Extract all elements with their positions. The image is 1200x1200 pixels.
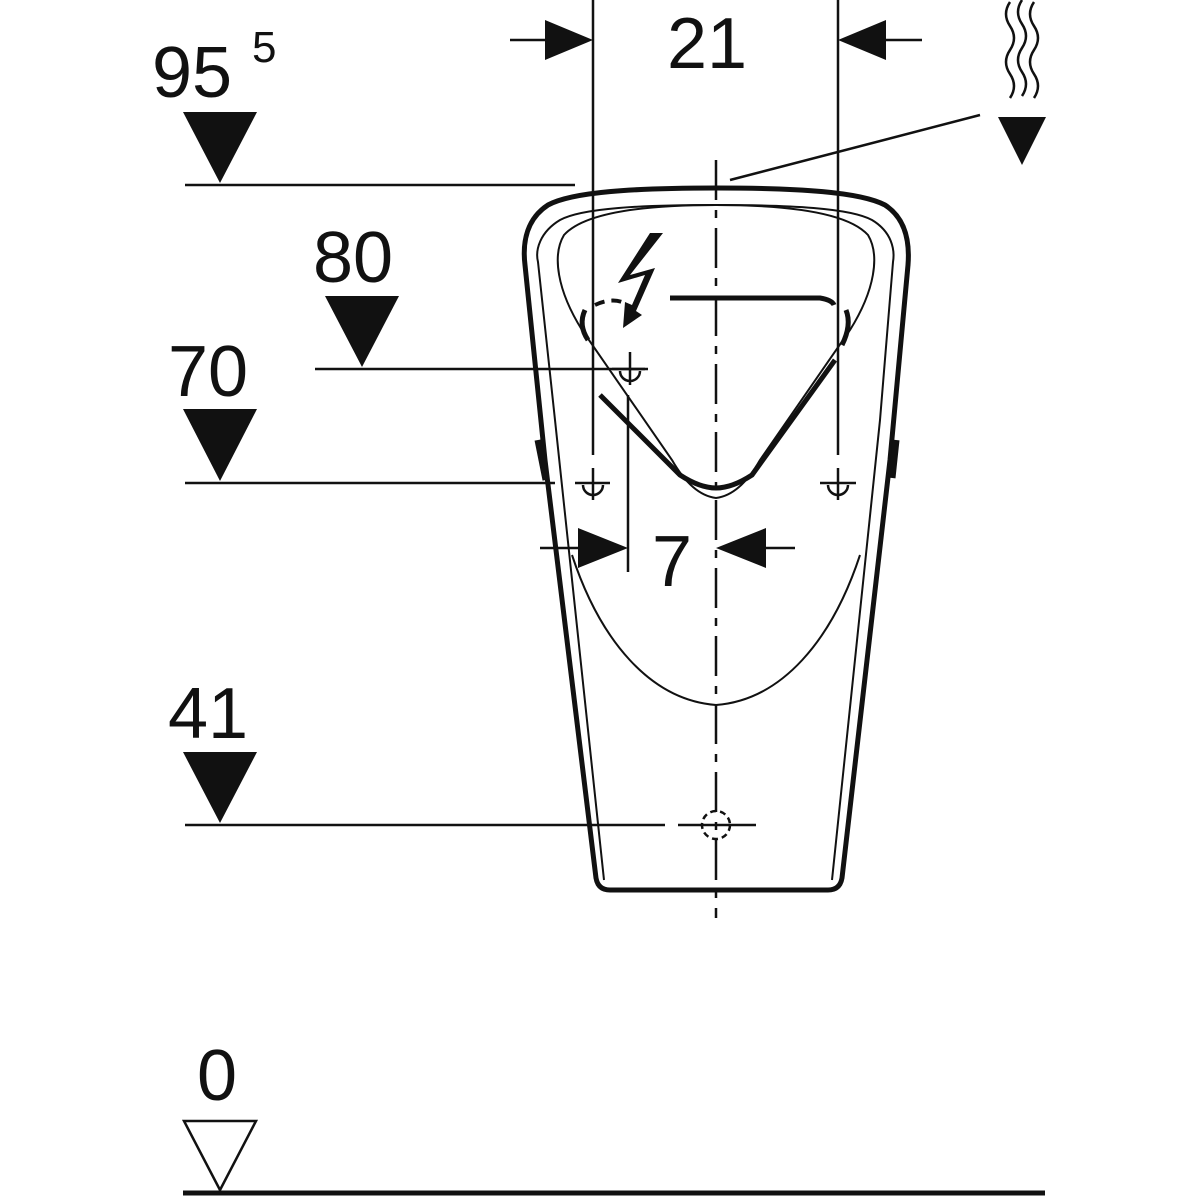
bowl-left-arc xyxy=(579,308,591,342)
bowl-edge xyxy=(598,358,838,491)
dimension-label-7: 7 xyxy=(652,522,692,602)
bowl-inner xyxy=(556,203,876,500)
level-label-70: 70 xyxy=(168,332,248,412)
level-label-41: 41 xyxy=(168,674,248,754)
arrow-right-icon xyxy=(545,20,593,60)
urinal-outline xyxy=(521,185,911,893)
vent-exhaust-icon xyxy=(1004,0,1040,99)
fixing-point-icon xyxy=(612,352,648,385)
dimension-label-21: 21 xyxy=(667,4,747,84)
vent-triangle-icon xyxy=(998,117,1046,165)
level-label-95-superscript: 5 xyxy=(252,23,276,72)
spray-bar xyxy=(670,295,837,307)
drain-point-icon xyxy=(678,809,756,841)
floor-level-triangle xyxy=(181,1119,259,1193)
level-triangle-80 xyxy=(325,296,399,367)
vent-leader xyxy=(729,113,981,182)
arrow-left-icon xyxy=(716,528,766,568)
fixing-point-icon xyxy=(575,468,610,500)
bowl-right-arc xyxy=(839,309,851,347)
electrical-connection-icon xyxy=(618,233,663,328)
urinal-rim-inner xyxy=(536,204,895,881)
level-label-80: 80 xyxy=(313,218,393,298)
bowl-lower xyxy=(571,554,861,707)
side-mark-right xyxy=(888,439,900,479)
level-triangle-70 xyxy=(183,409,257,481)
level-label-95: 95 xyxy=(152,33,232,113)
level-triangle-41 xyxy=(183,752,257,823)
level-triangle-95 xyxy=(183,112,257,183)
arrow-right-icon xyxy=(578,528,628,568)
fixing-point-icon xyxy=(820,468,856,500)
power-cable-dashed xyxy=(594,298,623,307)
level-label-0: 0 xyxy=(197,1036,237,1116)
arrow-left-icon xyxy=(838,20,886,60)
side-mark-left xyxy=(534,439,550,481)
